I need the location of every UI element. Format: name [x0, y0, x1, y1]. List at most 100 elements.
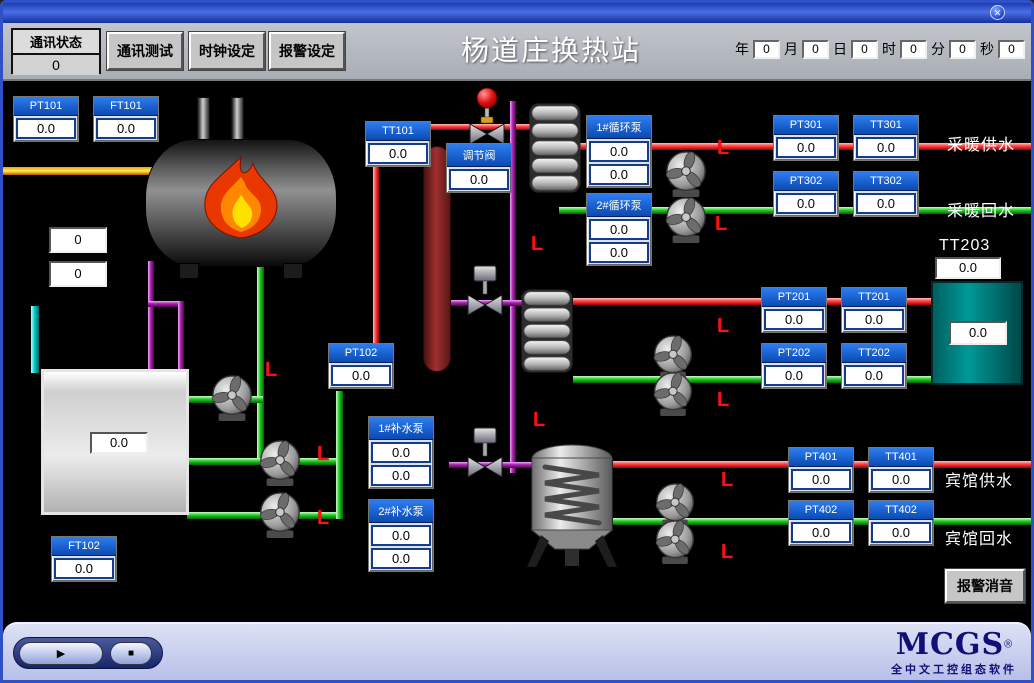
alarm-marker: L — [531, 233, 544, 255]
registered-icon: ® — [1004, 638, 1013, 651]
distribution-manifold — [423, 146, 451, 372]
gauge-pt402-value: 0.0 — [791, 522, 851, 543]
gauge-tt401-label: TT401 — [869, 448, 933, 467]
heating-return-label: 采暖回水 — [947, 203, 1016, 220]
boiler-leg — [179, 263, 199, 279]
makeup-water-pipe — [31, 306, 39, 373]
boiler-return-down-pipe — [257, 251, 264, 465]
year-value: 0 — [753, 39, 780, 59]
heat-exchanger-1-icon — [529, 103, 581, 193]
loop2-return-pipe — [573, 376, 933, 383]
gauge-ft101-label: FT101 — [94, 97, 158, 116]
teal-tank-value: 0.0 — [949, 321, 1007, 345]
comm-test-button[interactable]: 通讯测试 — [106, 31, 184, 71]
gauge-tt301-label: TT301 — [854, 116, 918, 135]
gauge-pt402-label: PT402 — [789, 501, 853, 520]
boiler-drain-pipe-1 — [148, 261, 154, 379]
pump-icon-makeup-c — [258, 490, 300, 539]
pump-icon-circ2 — [664, 195, 706, 244]
brand-name: MCGS — [895, 627, 1005, 662]
boiler-supply-top-pipe — [376, 124, 536, 130]
main-purple-riser-pipe — [510, 101, 516, 473]
stop-icon[interactable]: ■ — [110, 642, 152, 665]
month-value: 0 — [802, 39, 829, 59]
gauge-pt201-value: 0.0 — [764, 309, 824, 330]
boiler — [145, 97, 337, 279]
gauge-pt301: PT301 0.0 — [773, 115, 839, 161]
boiler-leg — [283, 263, 303, 279]
gauge-tt201: TT201 0.0 — [841, 287, 907, 333]
control-valve-icon — [469, 87, 505, 145]
gauge-pt301-label: PT301 — [774, 116, 838, 135]
day-value: 0 — [851, 39, 878, 59]
tt203-label: TT203 — [939, 237, 991, 254]
gauge-ft102-label: FT102 — [52, 537, 116, 556]
gauge-tt402: TT402 0.0 — [868, 500, 934, 546]
gauge-tt301-value: 0.0 — [856, 137, 916, 158]
alarm-marker: L — [717, 389, 730, 411]
month-label: 月 — [784, 41, 798, 57]
gauge-pt201-label: PT201 — [762, 288, 826, 307]
gauge-tt101-label: TT101 — [366, 122, 430, 141]
gauge-pt401-value: 0.0 — [791, 469, 851, 490]
teal-tank: 0.0 — [931, 281, 1023, 385]
second-value: 0 — [998, 39, 1025, 59]
media-control-pill: ▶ ■ — [13, 637, 163, 669]
year-label: 年 — [735, 41, 749, 57]
alarm-setting-button[interactable]: 报警设定 — [268, 31, 346, 71]
gauge-tt401: TT401 0.0 — [868, 447, 934, 493]
hotel-return-label: 宾馆回水 — [945, 531, 1014, 548]
pump-icon-circ1 — [664, 149, 706, 198]
gauge-circ-pump-1: 1#循环泵 0.0 0.0 — [586, 115, 652, 188]
gauge-pt101: PT101 0.0 — [13, 96, 79, 142]
gauge-valve-value: 0.0 — [449, 169, 509, 190]
gauge-tt302-value: 0.0 — [856, 193, 916, 214]
pt102-down-pipe — [336, 391, 343, 465]
gauge-pt102: PT102 0.0 — [328, 343, 394, 389]
hotel-supply-label: 宾馆供水 — [945, 473, 1014, 490]
loop2-supply-pipe — [573, 298, 933, 305]
gauge-circ2-label: 2#循环泵 — [587, 194, 651, 217]
gauge-tt301: TT301 0.0 — [853, 115, 919, 161]
gauge-makeup1-value1: 0.0 — [371, 442, 431, 463]
heat-exchanger-2-icon — [521, 289, 573, 373]
pump-icon-makeup-a — [210, 373, 252, 422]
gauge-makeup2-label: 2#补水泵 — [369, 500, 433, 523]
alarm-marker: L — [717, 315, 730, 337]
gauge-ft101: FT101 0.0 — [93, 96, 159, 142]
day-label: 日 — [833, 41, 847, 57]
gauge-makeup-pump-2: 2#补水泵 0.0 0.0 — [368, 499, 434, 572]
gauge-tt402-value: 0.0 — [871, 522, 931, 543]
boiler-drain-pipe-2 — [178, 301, 184, 381]
close-icon[interactable]: ✕ — [990, 5, 1005, 20]
gauge-makeup2-value2: 0.0 — [371, 548, 431, 569]
motor-valve-icon-1 — [467, 265, 503, 316]
alarm-marker: L — [317, 507, 330, 529]
gauge-pt302-value: 0.0 — [776, 193, 836, 214]
flame-icon — [204, 155, 278, 239]
pump-icon-hotel-b — [654, 518, 695, 565]
page-title: 杨道庄换热站 — [460, 34, 641, 67]
alarm-mute-button[interactable]: 报警消音 — [944, 568, 1026, 604]
hour-value: 0 — [900, 39, 927, 59]
gauge-pt301-value: 0.0 — [776, 137, 836, 158]
mcgs-logo: MCGS® 全中文工控组态软件 — [891, 629, 1017, 677]
gauge-pt102-label: PT102 — [329, 344, 393, 363]
gauge-tt101-value: 0.0 — [368, 143, 428, 164]
second-label: 秒 — [980, 41, 994, 57]
brand-subtitle: 全中文工控组态软件 — [891, 664, 1017, 676]
makeup-water-tank: 0.0 — [41, 369, 189, 515]
alarm-marker: L — [721, 541, 734, 563]
heating-supply-label: 采暖供水 — [947, 137, 1016, 154]
datetime-panel: 年 0 月 0 日 0 时 0 分 0 秒 0 — [735, 39, 1025, 59]
gauge-ft101-value: 0.0 — [96, 118, 156, 139]
gauge-pt402: PT402 0.0 — [788, 500, 854, 546]
gauge-tt201-value: 0.0 — [844, 309, 904, 330]
play-icon[interactable]: ▶ — [19, 642, 103, 665]
clock-setting-button[interactable]: 时钟设定 — [188, 31, 266, 71]
gauge-pt101-value: 0.0 — [16, 118, 76, 139]
boiler-stack-icon — [197, 97, 210, 145]
alarm-marker: L — [317, 443, 330, 465]
gauge-pt401-label: PT401 — [789, 448, 853, 467]
